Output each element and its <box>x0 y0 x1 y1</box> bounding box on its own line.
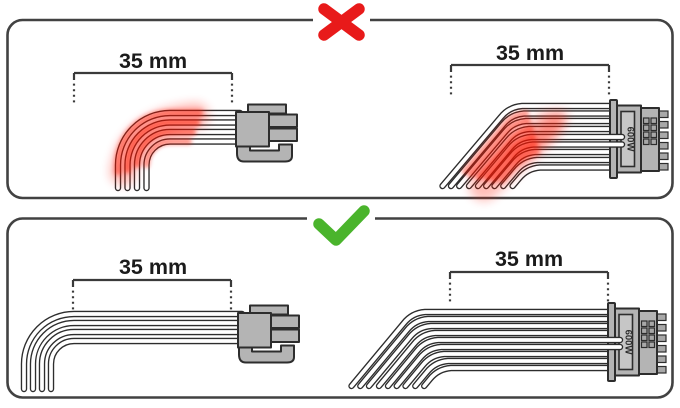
dimension-bottom-left: 35 mm <box>71 255 233 315</box>
dimension-top-right: 35 mm <box>449 41 611 100</box>
measure-label-top-left: 35 mm <box>119 49 187 73</box>
dimension-bottom-right: 35 mm <box>448 247 610 307</box>
power-rating-label-top: 600W <box>625 127 636 152</box>
bottom-panel: 35 mm 600W 35 mm <box>6 205 674 399</box>
hpwr-connector-top-right: 600W <box>609 99 669 179</box>
power-rating-label-bottom: 600W <box>623 330 634 355</box>
check-icon <box>307 205 375 246</box>
measure-label-top-right: 35 mm <box>496 41 564 65</box>
hpwr-connector-bottom-right: 600W <box>607 302 667 382</box>
top-panel: 35 mm 600W <box>6 2 674 201</box>
bend-stress-glow-top-right <box>461 110 568 201</box>
dimension-top-left: 35 mm <box>72 49 234 108</box>
measure-label-bottom-left: 35 mm <box>119 255 187 279</box>
x-icon <box>313 2 370 43</box>
measure-label-bottom-right: 35 mm <box>495 247 563 271</box>
bend-stress-glow-top-left <box>110 103 209 185</box>
